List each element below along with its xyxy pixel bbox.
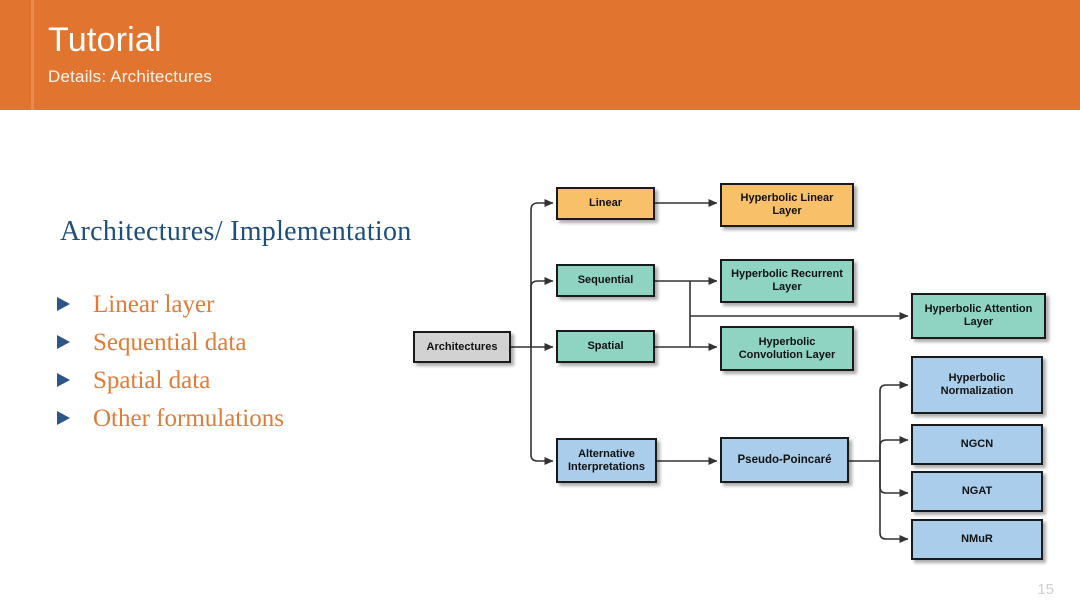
node-linear[interactable]: Linear — [556, 187, 655, 220]
node-hyperbolic-normalization[interactable]: Hyperbolic Normalization — [911, 356, 1043, 414]
page-title: Tutorial — [48, 21, 162, 59]
list-item: Spatial data — [55, 362, 395, 400]
arrow-bullet-icon — [57, 297, 70, 311]
list-item-label: Other formulations — [93, 405, 284, 432]
list-item: Other formulations — [55, 400, 395, 438]
node-hyperbolic-linear-layer[interactable]: Hyperbolic Linear Layer — [720, 183, 854, 227]
list-item-label: Spatial data — [93, 367, 211, 394]
list-item-label: Linear layer — [93, 291, 215, 318]
node-hyperbolic-convolution-layer[interactable]: Hyperbolic Convolution Layer — [720, 326, 854, 371]
arrow-bullet-icon — [57, 335, 70, 349]
node-alternative-interpretations[interactable]: Alternative Interpretations — [556, 438, 657, 483]
arrow-bullet-icon — [57, 373, 70, 387]
node-hyperbolic-attention-layer[interactable]: Hyperbolic Attention Layer — [911, 293, 1046, 339]
header-accent-stripe — [31, 0, 34, 110]
node-ngcn[interactable]: NGCN — [911, 424, 1043, 465]
arrow-bullet-icon — [57, 411, 70, 425]
node-pseudo-poincare[interactable]: Pseudo-Poincaré — [720, 437, 849, 483]
bullet-list: Linear layer Sequential data Spatial dat… — [55, 286, 395, 438]
node-architectures[interactable]: Architectures — [413, 331, 511, 363]
list-item-label: Sequential data — [93, 329, 247, 356]
node-spatial[interactable]: Spatial — [556, 330, 655, 363]
list-item: Linear layer — [55, 286, 395, 324]
list-item: Sequential data — [55, 324, 395, 362]
page-subtitle: Details: Architectures — [48, 67, 213, 86]
section-title: Architectures/ Implementation — [60, 216, 412, 247]
page-number: 15 — [1037, 581, 1054, 598]
slide-header: Tutorial Details: Architectures — [0, 0, 1080, 110]
node-sequential[interactable]: Sequential — [556, 264, 655, 297]
node-nmur[interactable]: NMuR — [911, 519, 1043, 560]
node-hyperbolic-recurrent-layer[interactable]: Hyperbolic Recurrent Layer — [720, 259, 854, 303]
node-ngat[interactable]: NGAT — [911, 471, 1043, 512]
